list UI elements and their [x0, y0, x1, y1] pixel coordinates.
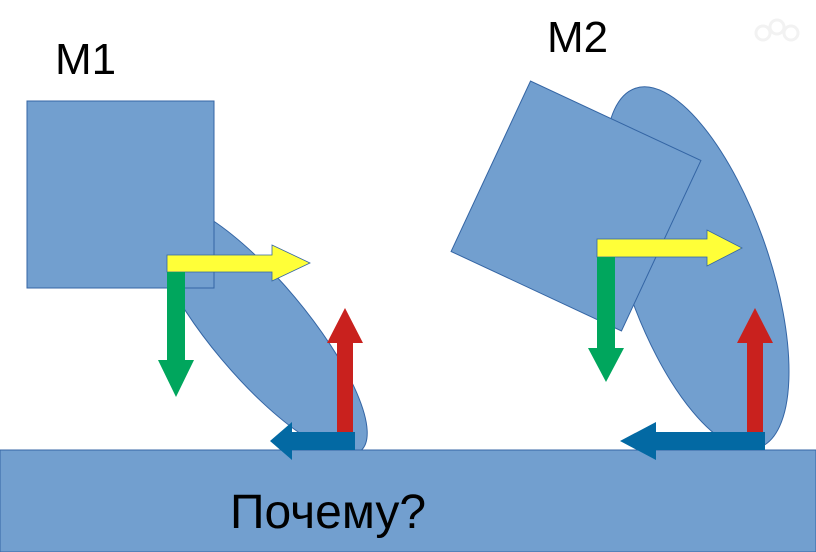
m2-blue-arrow — [620, 422, 765, 460]
question-label: Почему? — [230, 486, 426, 539]
m2-red-arrow — [737, 308, 773, 432]
m1-label: M1 — [55, 35, 116, 84]
m1-red-arrow — [327, 308, 363, 432]
m2-label: M2 — [547, 13, 608, 62]
m1-blue-arrow — [270, 422, 355, 460]
ground — [0, 449, 816, 552]
m1-green-arrow — [158, 272, 194, 397]
m2-green-arrow — [588, 257, 624, 382]
m2-yellow-arrow — [596, 229, 743, 267]
watermark-logo — [754, 18, 800, 42]
